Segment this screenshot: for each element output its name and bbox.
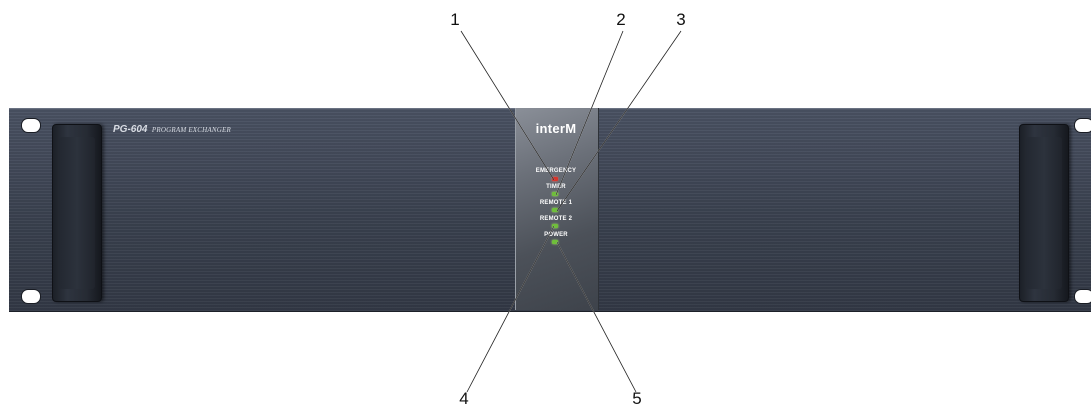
rack-mount-hole-bottom-left	[21, 289, 41, 304]
brand-logo: interM	[535, 121, 577, 136]
indicator-label-power: POWER	[544, 232, 568, 238]
rack-mount-hole-top-right	[1074, 118, 1091, 133]
rack-handle-left	[52, 124, 102, 302]
emergency-led-icon	[552, 177, 558, 181]
rack-handle-right	[1019, 124, 1069, 302]
indicator-panel	[515, 108, 599, 310]
callout-number-5: 5	[632, 389, 642, 408]
model-name: PG-604	[113, 124, 148, 135]
indicator-label-remote-1: REMOTE 1	[539, 200, 573, 206]
model-description: PROGRAM EXCHANGER	[151, 126, 231, 134]
indicator-label-remote-2: REMOTE 2	[539, 216, 573, 222]
remote-2-led-icon	[552, 224, 558, 228]
rack-mount-hole-top-left	[21, 118, 41, 133]
indicator-label-emergency: EMERGENCY	[535, 168, 577, 174]
callout-number-2: 2	[616, 10, 626, 29]
callout-number-3: 3	[676, 10, 686, 29]
power-led-icon	[552, 240, 558, 244]
callout-number-1: 1	[450, 10, 460, 29]
indicator-label-timer: TIMER	[546, 184, 566, 190]
rack-mount-hole-bottom-right	[1074, 289, 1091, 304]
remote-1-led-icon	[552, 208, 558, 212]
timer-led-icon	[552, 192, 558, 196]
callout-number-4: 4	[459, 389, 469, 408]
model-label: PG-604 PROGRAM EXCHANGER	[113, 119, 231, 137]
